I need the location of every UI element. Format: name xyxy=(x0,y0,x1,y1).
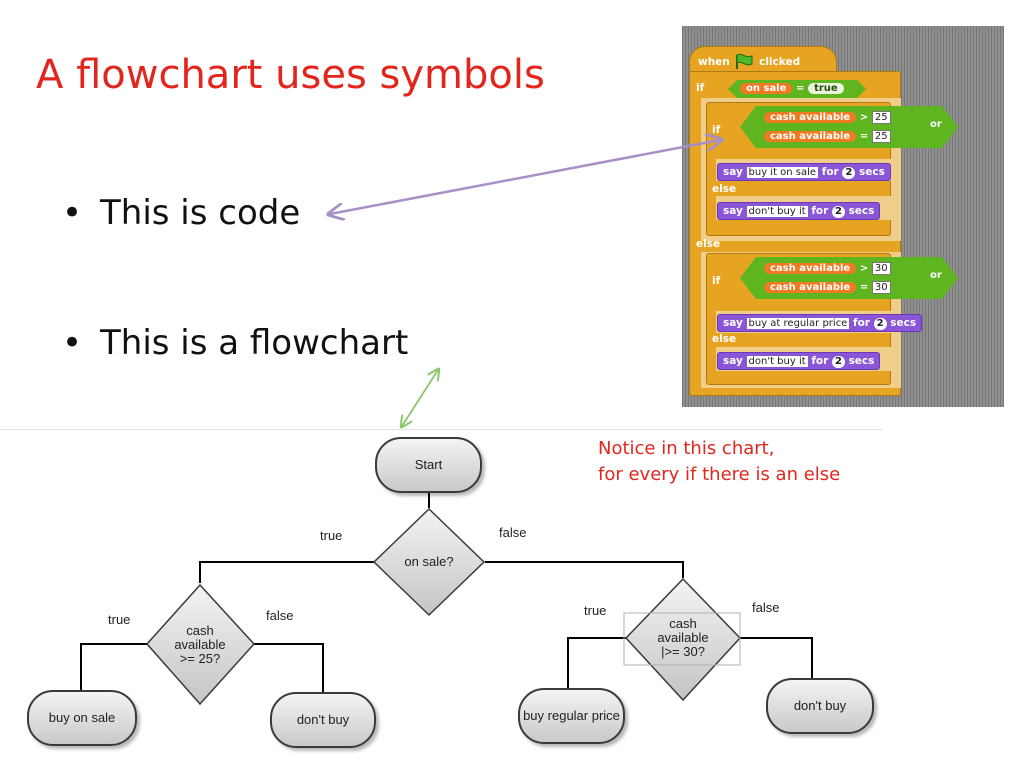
buy-on-sale-terminal: buy on sale xyxy=(27,690,137,746)
say-label: say xyxy=(723,205,743,217)
say-for-secs-block[interactable]: say don't buy it for 2 secs xyxy=(717,352,881,370)
true-boolean[interactable]: true xyxy=(808,83,844,94)
or-operator-1[interactable]: cash available > 25 or cash available = … xyxy=(740,106,958,148)
decision-cash-30-text: cash available |>= 30? xyxy=(633,617,733,659)
say-label: say xyxy=(723,166,743,178)
left-true-label: true xyxy=(108,612,131,627)
right-true-label: true xyxy=(584,603,607,618)
left-true-branch xyxy=(80,643,147,690)
if-label-outer: if xyxy=(696,82,705,94)
bullet-flowchart-text: This is a flowchart xyxy=(100,323,409,363)
value-box[interactable]: 30 xyxy=(872,262,891,275)
secs-value[interactable]: 2 xyxy=(831,206,845,218)
secs-value[interactable]: 2 xyxy=(831,356,845,368)
for-label: for xyxy=(811,205,829,217)
clicked-label: clicked xyxy=(759,56,801,68)
equals-sign: = xyxy=(859,282,869,293)
or-operator-2[interactable]: cash available > 30 or cash available = … xyxy=(740,257,958,299)
secs-label: secs xyxy=(848,205,875,217)
code-pointer-arrow xyxy=(330,140,720,214)
decision-cash-30 xyxy=(624,577,742,702)
green-flag-icon xyxy=(736,53,753,69)
decision-line: |>= 30? xyxy=(661,644,705,659)
cash-available-reporter[interactable]: cash available xyxy=(764,131,856,142)
or-label: or xyxy=(930,119,942,130)
root-true-label: true xyxy=(320,528,343,543)
flowchart-pointer-arrow xyxy=(402,370,438,426)
for-label: for xyxy=(811,355,829,367)
on-sale-reporter[interactable]: on sale xyxy=(740,83,792,94)
say-for-secs-block[interactable]: say buy at regular price for 2 secs xyxy=(717,314,923,332)
root-false-branch xyxy=(485,561,684,578)
equals-operator-outer[interactable]: on sale = true xyxy=(728,80,866,98)
selection-box xyxy=(623,612,741,666)
say-for-secs-block[interactable]: say buy it on sale for 2 secs xyxy=(717,163,891,181)
dont-buy-terminal-left: don't buy xyxy=(270,692,376,748)
decision-line: cash xyxy=(669,616,697,631)
say-text[interactable]: don't buy it xyxy=(746,206,808,217)
right-false-branch xyxy=(740,637,813,678)
when-flag-clicked-block[interactable]: when clicked xyxy=(689,46,837,72)
slide-title: A flowchart uses symbols xyxy=(36,52,545,98)
for-label: for xyxy=(821,166,839,178)
left-false-branch xyxy=(253,643,324,692)
if-label-inner-1: if xyxy=(712,124,721,136)
note-line: Notice in this chart, xyxy=(598,438,775,459)
say-for-secs-block[interactable]: say don't buy it for 2 secs xyxy=(717,202,881,220)
if-label-inner-2: if xyxy=(712,275,721,287)
decision-line: available xyxy=(657,630,709,645)
cash-available-reporter[interactable]: cash available xyxy=(764,282,856,293)
cash-available-reporter[interactable]: cash available xyxy=(764,112,856,123)
decision-cash-25 xyxy=(145,583,256,706)
value-box[interactable]: 25 xyxy=(872,130,891,143)
root-false-label: false xyxy=(499,525,527,540)
right-false-label: false xyxy=(752,600,780,615)
decision-on-sale-text: on sale? xyxy=(404,554,454,569)
secs-label: secs xyxy=(890,317,917,329)
secs-value[interactable]: 2 xyxy=(842,167,856,179)
cash-available-reporter[interactable]: cash available xyxy=(764,263,856,274)
else-label-outer: else xyxy=(696,238,721,250)
bullet-glyph: • xyxy=(62,323,83,363)
secs-label: secs xyxy=(848,355,875,367)
decision-on-sale xyxy=(372,507,486,617)
say-text[interactable]: don't buy it xyxy=(746,356,808,367)
dont-buy-terminal-right: don't buy xyxy=(766,678,874,734)
say-label: say xyxy=(723,355,743,367)
right-true-branch xyxy=(567,637,626,688)
bullet-code: • This is code xyxy=(62,193,300,233)
note-line: for every if there is an else xyxy=(598,464,841,485)
left-false-label: false xyxy=(266,608,294,623)
for-label: for xyxy=(853,317,870,329)
say-label: say xyxy=(723,317,743,329)
value-box[interactable]: 25 xyxy=(872,111,891,124)
bullet-code-text: This is code xyxy=(100,193,301,233)
or-label: or xyxy=(930,270,942,281)
else-label-inner-2: else xyxy=(712,333,737,345)
when-label: when xyxy=(698,56,730,68)
bullet-flowchart: • This is a flowchart xyxy=(62,323,408,363)
equals-sign: = xyxy=(796,83,805,94)
flowchart-note: Notice in this chart, for every if there… xyxy=(598,436,840,488)
root-true-branch xyxy=(199,561,374,583)
decision-line: cash xyxy=(186,623,214,638)
secs-value[interactable]: 2 xyxy=(873,318,887,330)
say-text[interactable]: buy at regular price xyxy=(746,318,850,329)
decision-line: >= 25? xyxy=(179,651,221,666)
scratch-code-panel: when clicked if on sale = true if cash a… xyxy=(682,26,1004,407)
decision-cash-25-text: cash available >= 25? xyxy=(150,624,250,666)
secs-label: secs xyxy=(859,166,885,178)
equals-sign: = xyxy=(859,131,869,142)
start-terminal: Start xyxy=(375,437,482,493)
bullet-glyph: • xyxy=(62,193,83,233)
greater-than-sign: > xyxy=(859,263,869,274)
value-box[interactable]: 30 xyxy=(872,281,891,294)
section-divider xyxy=(0,429,882,430)
buy-regular-price-terminal: buy regular price xyxy=(518,688,625,744)
say-text[interactable]: buy it on sale xyxy=(746,167,819,178)
decision-line: available xyxy=(174,637,226,652)
greater-than-sign: > xyxy=(859,112,869,123)
